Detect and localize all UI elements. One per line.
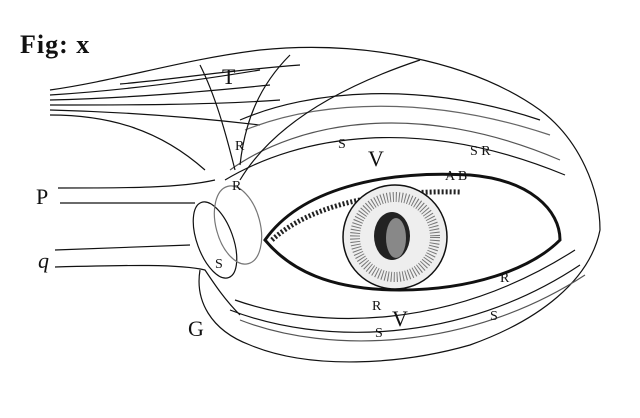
label-S-left: S <box>215 257 223 272</box>
label-R-left: R <box>232 179 242 194</box>
label-S-bottom-1: S <box>375 326 383 341</box>
label-R-upper: R <box>235 139 245 154</box>
label-V-bottom: V <box>392 306 408 331</box>
label-R-lower: R <box>372 299 382 314</box>
label-V-top: V <box>368 146 384 171</box>
label-S-bottom-2: S <box>490 309 498 324</box>
label-A-B: A B <box>445 169 468 184</box>
label-G: G <box>188 316 204 341</box>
figure-title: Fig: x <box>20 30 91 59</box>
label-S-R: S R <box>470 144 491 159</box>
label-R-right: R <box>500 271 510 286</box>
label-S-upper: S <box>338 137 346 152</box>
label-T: T <box>222 64 236 89</box>
label-P: P <box>36 184 49 209</box>
label-q: q <box>38 248 49 273</box>
